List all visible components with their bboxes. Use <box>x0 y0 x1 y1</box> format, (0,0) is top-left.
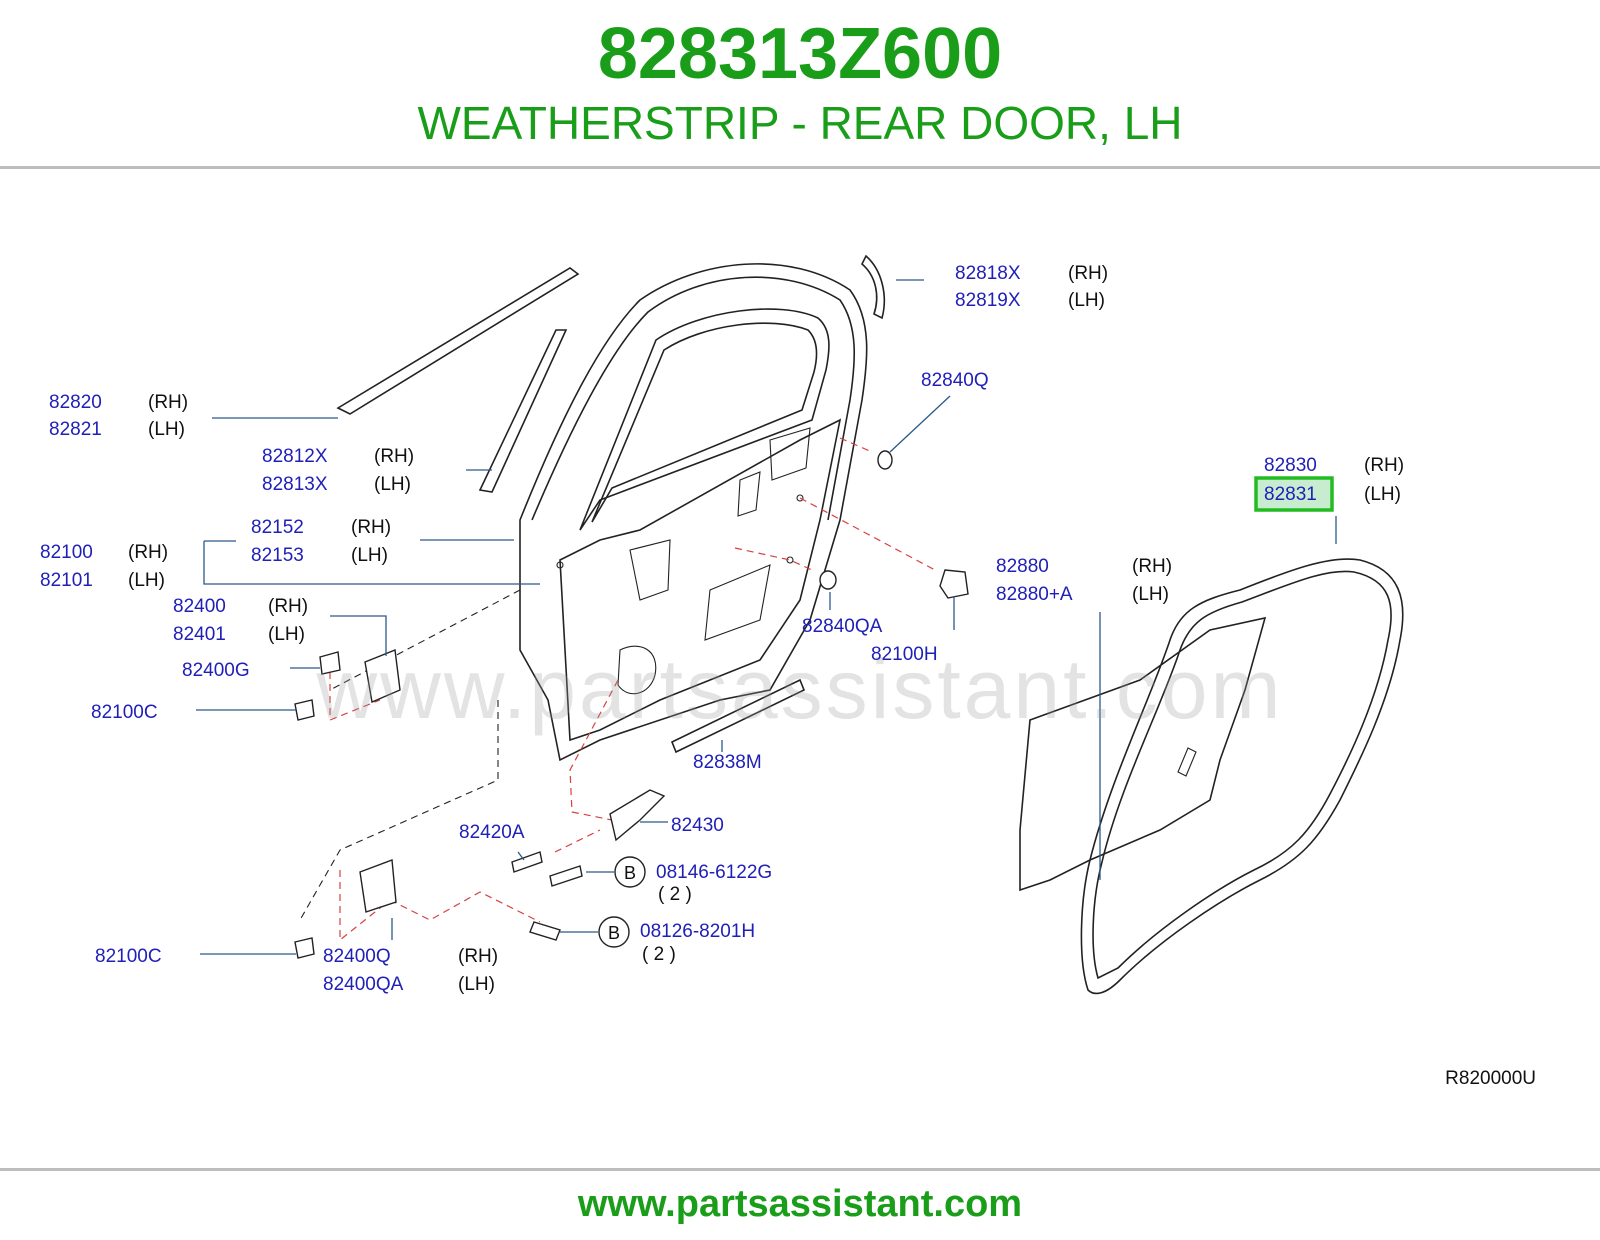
side-lh: (LH) <box>1068 290 1105 311</box>
label-82100C-top[interactable]: 82100C <box>91 702 158 723</box>
label-82812X[interactable]: 82812X <box>262 446 328 467</box>
label-82430[interactable]: 82430 <box>671 815 724 836</box>
label-82100H[interactable]: 82100H <box>871 644 938 665</box>
side-rh: (RH) <box>1132 556 1172 577</box>
label-82401[interactable]: 82401 <box>173 624 226 645</box>
callout-b-circle-2 <box>598 916 630 948</box>
part-description: WEATHERSTRIP - REAR DOOR, LH <box>417 97 1183 149</box>
footer-divider <box>0 1168 1600 1171</box>
side-lh: (LH) <box>128 570 165 591</box>
part-number-title: 828313Z600 <box>597 14 1003 94</box>
label-82400G[interactable]: 82400G <box>182 660 250 681</box>
label-82819X[interactable]: 82819X <box>955 290 1021 311</box>
label-82838M[interactable]: 82838M <box>693 752 762 773</box>
label-82400QA[interactable]: 82400QA <box>323 974 404 995</box>
side-rh: (RH) <box>1364 455 1404 476</box>
highlight-box-82831 <box>1254 476 1334 512</box>
door-shell-drawing <box>196 254 1404 995</box>
header-divider <box>0 166 1600 169</box>
label-82821[interactable]: 82821 <box>49 419 102 440</box>
header: 828313Z600 WEATHERSTRIP - REAR DOOR, LH <box>0 0 1600 168</box>
callout-b-circle-1 <box>614 856 646 888</box>
label-82100C-bottom[interactable]: 82100C <box>95 946 162 967</box>
callout-b-letter: B <box>608 923 620 943</box>
label-82420A[interactable]: 82420A <box>459 822 525 843</box>
footer-website-link[interactable]: www.partsassistant.com <box>577 1183 1023 1225</box>
label-82831[interactable]: 82831 <box>1264 484 1317 505</box>
part-labels: 82818X (RH) 82819X (LH) 82820 (RH) 82821… <box>40 263 1536 1089</box>
label-82840Q[interactable]: 82840Q <box>921 370 989 391</box>
side-rh: (RH) <box>458 946 498 967</box>
label-08146-6122G[interactable]: 08146-6122G <box>656 862 772 883</box>
label-82400Q[interactable]: 82400Q <box>323 946 391 967</box>
side-lh: (LH) <box>1132 584 1169 605</box>
qty-08146: ( 2 ) <box>658 884 692 905</box>
watermark: www.partsassistant.com <box>316 642 1284 736</box>
qty-08126: ( 2 ) <box>642 944 676 965</box>
label-82152[interactable]: 82152 <box>251 517 304 538</box>
label-82813X[interactable]: 82813X <box>262 474 328 495</box>
side-lh: (LH) <box>148 419 185 440</box>
label-82820[interactable]: 82820 <box>49 392 102 413</box>
side-rh: (RH) <box>351 517 391 538</box>
diagram-reference-code: R820000U <box>1445 1068 1536 1089</box>
side-lh: (LH) <box>351 545 388 566</box>
label-82880A[interactable]: 82880+A <box>996 584 1073 605</box>
side-lh: (LH) <box>374 474 411 495</box>
callout-b-letter: B <box>624 863 636 883</box>
side-rh: (RH) <box>268 596 308 617</box>
label-82101[interactable]: 82101 <box>40 570 93 591</box>
label-82818X[interactable]: 82818X <box>955 263 1021 284</box>
label-82840QA[interactable]: 82840QA <box>802 616 883 637</box>
side-lh: (LH) <box>268 624 305 645</box>
side-rh: (RH) <box>128 542 168 563</box>
label-82100[interactable]: 82100 <box>40 542 93 563</box>
side-rh: (RH) <box>374 446 414 467</box>
label-82153[interactable]: 82153 <box>251 545 304 566</box>
label-82880[interactable]: 82880 <box>996 556 1049 577</box>
side-lh: (LH) <box>1364 484 1401 505</box>
label-82400[interactable]: 82400 <box>173 596 226 617</box>
side-rh: (RH) <box>148 392 188 413</box>
side-rh: (RH) <box>1068 263 1108 284</box>
label-82830[interactable]: 82830 <box>1264 455 1317 476</box>
side-lh: (LH) <box>458 974 495 995</box>
label-08126-8201H[interactable]: 08126-8201H <box>640 921 755 942</box>
